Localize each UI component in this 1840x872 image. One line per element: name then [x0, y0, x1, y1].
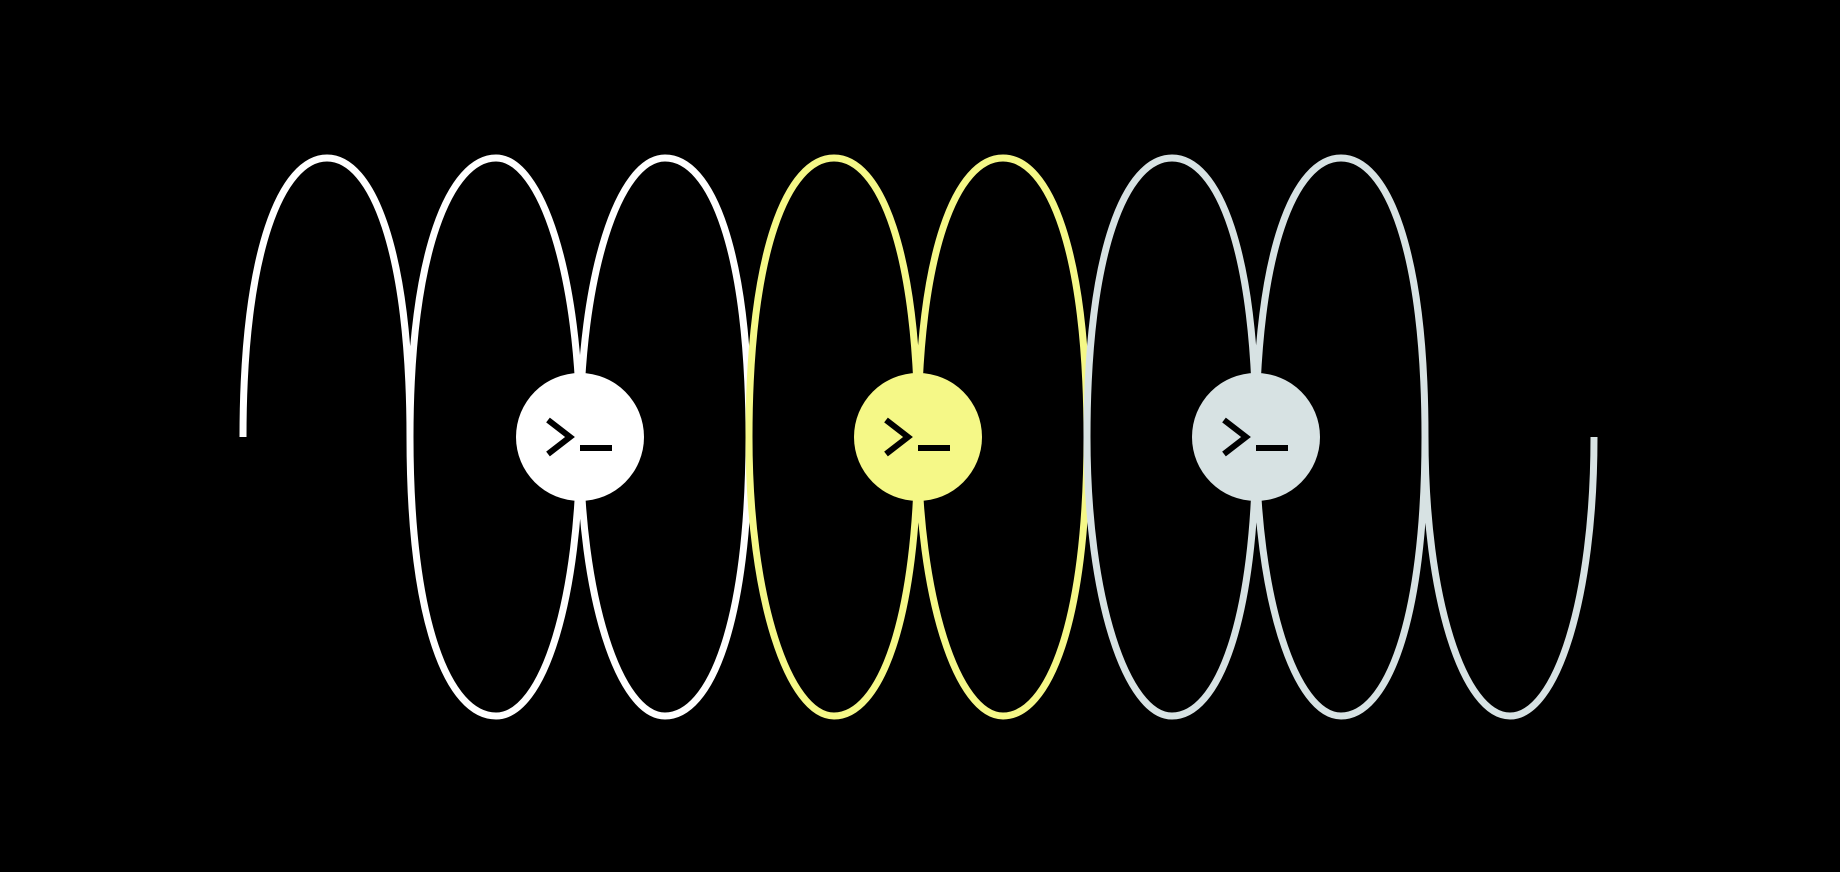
terminal-prompt-icon [1222, 417, 1288, 457]
terminal-node-yellow[interactable] [854, 373, 982, 501]
terminal-node-white-circle [516, 373, 644, 501]
terminal-prompt-icon [546, 417, 612, 457]
coil-wave-white [239, 154, 753, 720]
terminal-node-yellow-circle [854, 373, 982, 501]
coil-segment-white [239, 154, 753, 720]
terminal-prompt-icon [884, 417, 950, 457]
terminal-node-grey[interactable] [1192, 373, 1320, 501]
terminal-node-grey-circle [1192, 373, 1320, 501]
terminal-node-white[interactable] [516, 373, 644, 501]
